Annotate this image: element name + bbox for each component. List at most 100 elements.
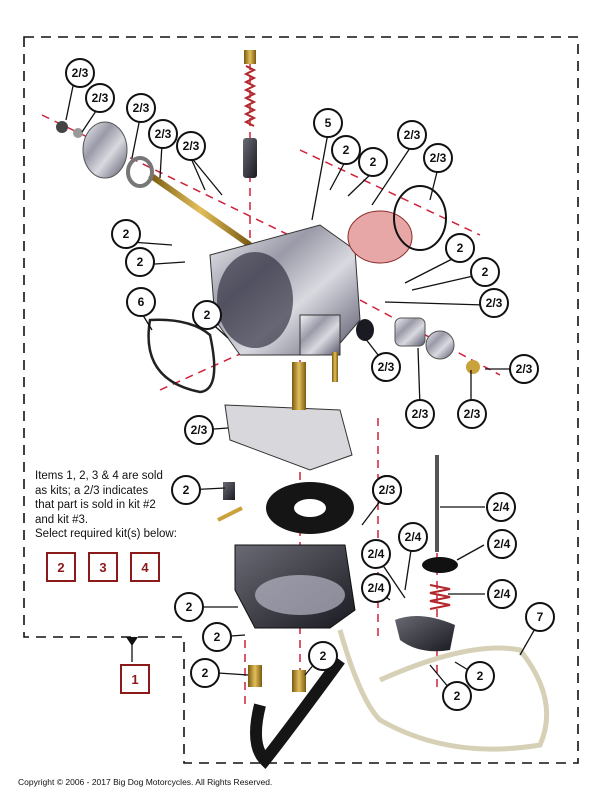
main-jet <box>292 362 306 410</box>
needle-cap <box>244 50 256 64</box>
callout-c33: 2 <box>202 622 232 652</box>
drain-fitting <box>248 665 262 687</box>
callout-circle <box>313 108 343 138</box>
callout-circle <box>487 579 517 609</box>
callout-circle <box>470 257 500 287</box>
callout-circle <box>405 399 435 429</box>
callout-text: 2/3 <box>486 296 503 310</box>
callout-text: 2 <box>370 155 377 169</box>
float-center <box>294 499 326 517</box>
callout-c4: 2/3 <box>148 119 178 149</box>
callout-circle <box>125 247 155 277</box>
callout-circle <box>65 58 95 88</box>
callout-circle <box>423 143 453 173</box>
bowl-interior <box>255 575 345 615</box>
callout-c16: 2 <box>470 257 500 287</box>
callout-circle <box>465 661 495 691</box>
kit-note-line: Select required kit(s) below: <box>35 528 177 540</box>
callout-text: 2 <box>343 143 350 157</box>
callout-text: 2/3 <box>412 407 429 421</box>
callout-circle <box>486 492 516 522</box>
callout-circle <box>397 120 427 150</box>
callout-c34: 2 <box>190 658 220 688</box>
kit-2-button[interactable]: 2 <box>46 552 76 582</box>
callout-c32: 2 <box>174 592 204 622</box>
callout-circle <box>176 131 206 161</box>
callout-c1: 2/3 <box>65 58 95 88</box>
callout-c17: 2/3 <box>479 288 509 318</box>
callout-circle <box>525 602 555 632</box>
callout-c24: 2 <box>171 475 201 505</box>
kit-3-button[interactable]: 3 <box>88 552 118 582</box>
callout-circle <box>371 352 401 382</box>
callout-text: 2/4 <box>368 581 385 595</box>
callout-circle <box>85 83 115 113</box>
body-boss <box>299 314 341 356</box>
callout-text: 2 <box>482 265 489 279</box>
callout-text: 2 <box>202 666 209 680</box>
throttle-shaft <box>148 172 252 248</box>
callout-text: 2/3 <box>155 127 172 141</box>
kit-1-button[interactable]: 1 <box>120 664 150 694</box>
dashed-frame <box>23 36 579 764</box>
kit-note-line: and kit #3. <box>35 513 89 526</box>
callout-circle <box>184 415 214 445</box>
callout-circle <box>398 522 428 552</box>
callout-c21: 2/3 <box>509 354 539 384</box>
drain-plug <box>292 670 306 692</box>
callout-text: 2/4 <box>405 530 422 544</box>
pump-cover <box>425 330 455 360</box>
callout-c19: 2/3 <box>405 399 435 429</box>
callout-text: 2 <box>214 630 221 644</box>
callout-circle <box>442 681 472 711</box>
kit-note: Items 1, 2, 3 & 4 are sold as kits; a 2/… <box>35 469 195 542</box>
callout-circle <box>174 592 204 622</box>
callout-circle <box>126 287 156 317</box>
pump-boot <box>356 319 374 341</box>
callout-text: 2 <box>183 483 190 497</box>
callout-text: 2/3 <box>464 407 481 421</box>
callout-c10: 2/3 <box>423 143 453 173</box>
callout-c11: 2 <box>111 219 141 249</box>
callout-c29: 2/4 <box>361 539 391 569</box>
callout-c3: 2/3 <box>126 93 156 123</box>
callout-c15: 2 <box>445 233 475 263</box>
callout-text: 2/3 <box>72 66 89 80</box>
kit-note-line: that part is sold in kit #2 <box>35 499 156 511</box>
body-bore <box>217 252 293 348</box>
callout-c35: 2 <box>308 641 338 671</box>
callout-circle <box>331 135 361 165</box>
callout-c6: 5 <box>313 108 343 138</box>
callout-text: 2 <box>137 255 144 269</box>
callout-c28: 2/4 <box>487 529 517 559</box>
callout-circle <box>479 288 509 318</box>
callout-circle <box>308 641 338 671</box>
kit-4-button[interactable]: 4 <box>130 552 160 582</box>
callout-circle <box>445 233 475 263</box>
callout-c7: 2 <box>331 135 361 165</box>
kit-note-line: Items 1, 2, 3 & 4 are sold <box>35 470 163 482</box>
callout-c30: 2/4 <box>361 573 391 603</box>
callout-c37: 2 <box>465 661 495 691</box>
copyright-text: Copyright © 2006 - 2017 Big Dog Motorcyc… <box>18 777 273 787</box>
callout-circle <box>202 622 232 652</box>
callout-circle <box>111 219 141 249</box>
shaft-spring <box>126 156 154 188</box>
pump-cover-plate <box>395 616 455 652</box>
callout-text: 2 <box>186 600 193 614</box>
body-gasket <box>147 318 216 394</box>
callout-circle <box>126 93 156 123</box>
pump-diaphragm <box>422 557 458 573</box>
callout-c23: 2/3 <box>372 475 402 505</box>
callout-c20: 2/3 <box>457 399 487 429</box>
accel-pump-housing <box>394 317 426 347</box>
callout-circle <box>457 399 487 429</box>
pump-nut <box>466 360 480 374</box>
callout-text: 2/4 <box>494 587 511 601</box>
throttle-lever <box>82 121 128 179</box>
callout-circle <box>487 529 517 559</box>
callout-text: 2/3 <box>404 128 421 142</box>
callout-c18: 2/3 <box>371 352 401 382</box>
callout-c26: 2/4 <box>486 492 516 522</box>
callout-c5: 2/3 <box>176 131 206 161</box>
